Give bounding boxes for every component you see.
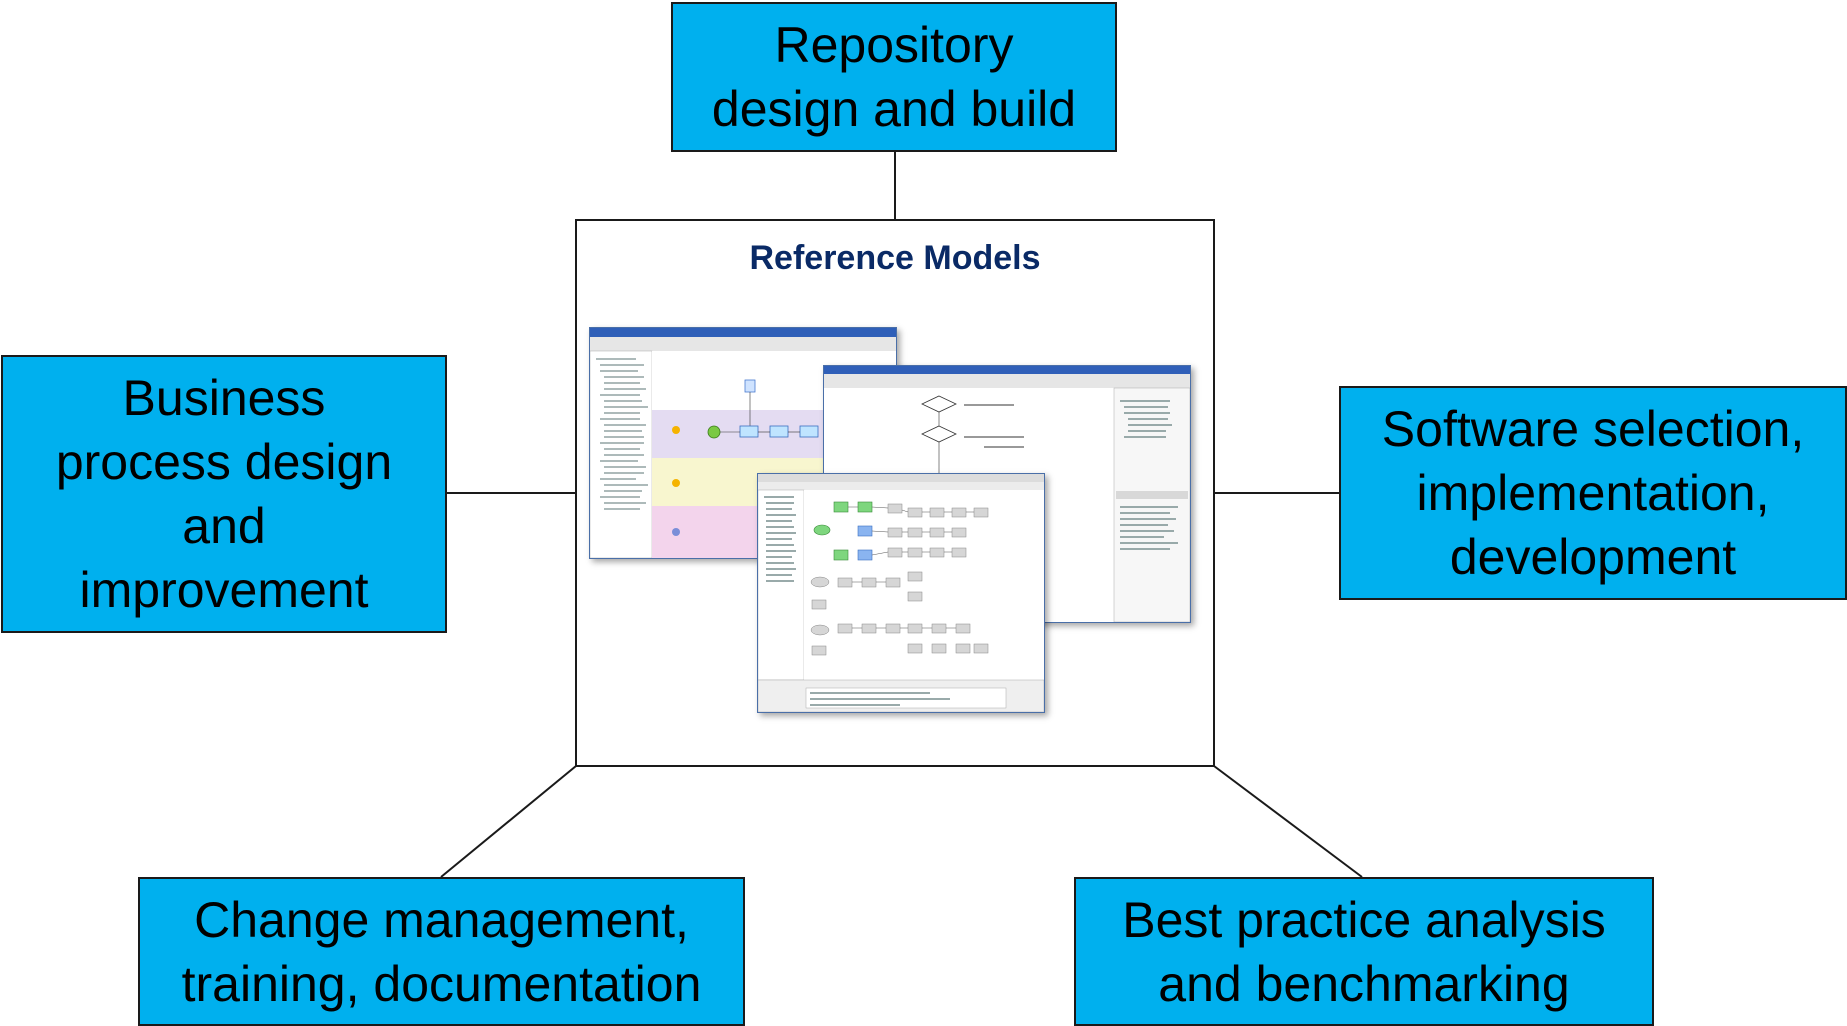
reference-models-title: Reference Models — [749, 239, 1041, 277]
business-process-box: Business process design and improvement — [1, 355, 447, 633]
software-selection-box: Software selection, implementation, deve… — [1339, 386, 1847, 600]
best-practice-label: Best practice analysis and benchmarking — [1122, 891, 1606, 1012]
repository-design-box: Repository design and build — [671, 2, 1117, 152]
reference-models-panel: Reference Models — [575, 219, 1215, 767]
process-graph-editor-screenshot — [757, 473, 1045, 713]
connector-bottom-left — [440, 765, 577, 878]
repository-design-label: Repository design and build — [711, 17, 1077, 137]
change-management-box: Change management, training, documentati… — [138, 877, 745, 1026]
change-management-label: Change management, training, documentati… — [181, 891, 702, 1012]
connector-bottom-right — [1213, 765, 1363, 878]
business-process-label: Business process design and improvement — [55, 370, 393, 618]
best-practice-box: Best practice analysis and benchmarking — [1074, 877, 1654, 1026]
software-selection-label: Software selection, implementation, deve… — [1381, 401, 1805, 585]
